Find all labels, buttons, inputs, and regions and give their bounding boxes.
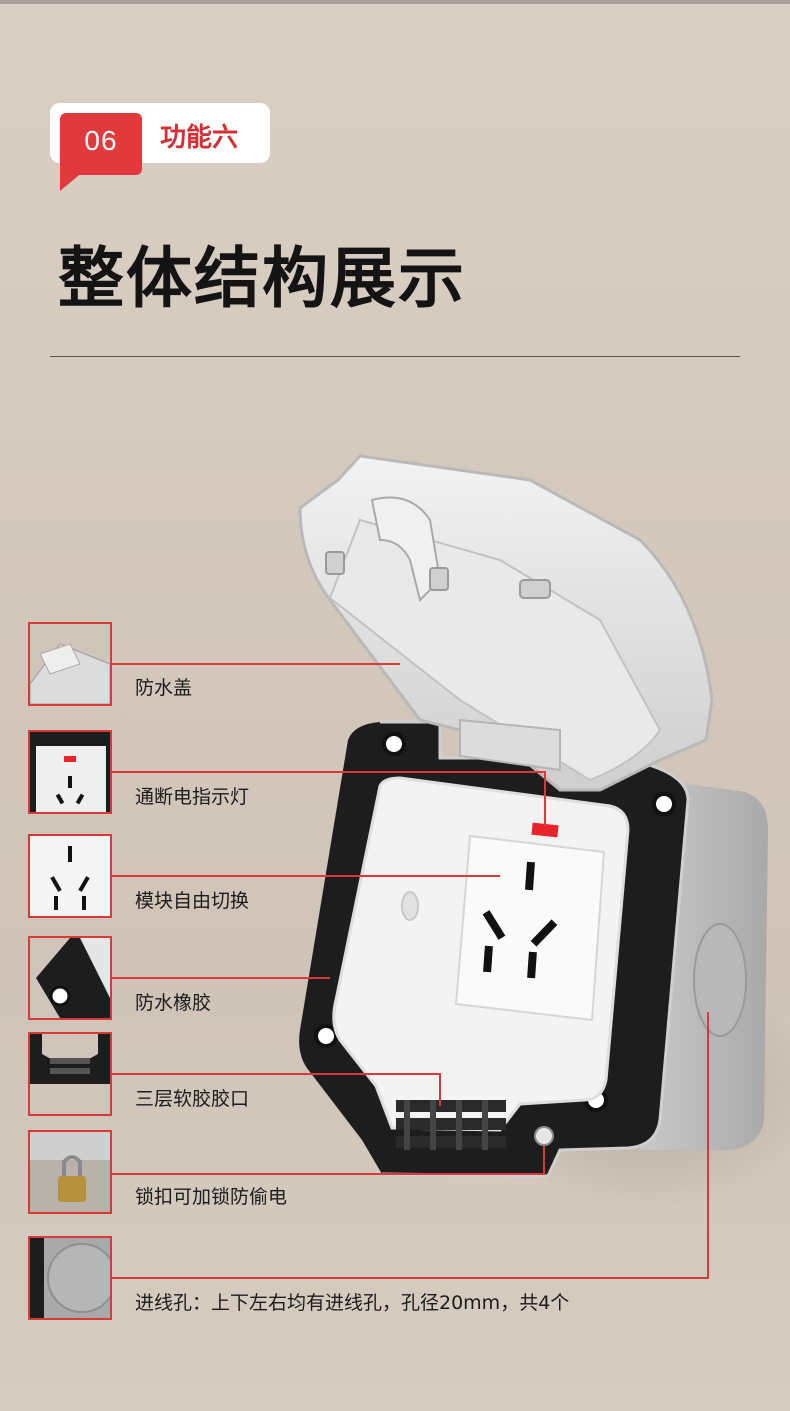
thumb-gates <box>28 1032 112 1116</box>
thumb-rubber <box>28 936 112 1020</box>
line-indicator <box>112 771 546 826</box>
screw-bottom-left <box>314 1024 338 1048</box>
thumb-indicator <box>28 730 112 814</box>
socket-hole-br <box>527 951 537 979</box>
label-inlet: 进线孔：上下左右均有进线孔，孔径20mm，共4个 <box>135 1292 570 1314</box>
label-rubber: 防水橡胶 <box>135 992 212 1014</box>
top-strip <box>0 0 790 4</box>
title-divider <box>50 356 740 357</box>
feature-badge: 06 功能六 <box>50 103 270 191</box>
thumb-lock <box>28 1130 112 1214</box>
label-gates: 三层软胶胶口 <box>135 1088 250 1110</box>
badge-label: 功能六 <box>160 123 239 153</box>
screw-top-left <box>382 732 406 756</box>
lid-inner <box>328 518 662 782</box>
line-lock <box>112 1146 545 1175</box>
socket-hole-left <box>482 910 506 940</box>
line-gates <box>112 1073 441 1106</box>
cavity-boss <box>401 891 419 921</box>
lid-latch-slot-right <box>429 567 449 591</box>
rubber-gates <box>396 1100 506 1150</box>
lid-latch-slot-far <box>519 579 551 599</box>
label-module: 模块自由切换 <box>135 890 250 912</box>
lid-hinge <box>459 718 561 772</box>
socket-hole-right <box>530 919 558 947</box>
thumb-cover <box>28 622 112 706</box>
badge-number-box <box>60 113 142 175</box>
thumb-inlet <box>28 1236 112 1320</box>
indicator-light <box>531 822 559 838</box>
side-knockout <box>693 923 747 1037</box>
badge-number: 06 <box>84 125 118 156</box>
lid-latch-slot-left <box>325 551 345 575</box>
badge-tail <box>60 171 84 191</box>
screw-top-right <box>652 792 676 816</box>
label-cover: 防水盖 <box>135 677 193 699</box>
socket-module <box>454 834 606 1022</box>
page-title: 整体结构展示 <box>58 240 466 317</box>
socket-hole-top <box>525 861 535 891</box>
line-inlet <box>112 1012 709 1279</box>
socket-hole-bl <box>483 945 493 973</box>
callout-lines <box>112 663 709 1279</box>
label-indicator: 通断电指示灯 <box>135 786 250 808</box>
label-lock: 锁扣可加锁防偷电 <box>135 1186 288 1208</box>
thumb-module <box>28 834 112 918</box>
lock-hole <box>534 1126 554 1146</box>
